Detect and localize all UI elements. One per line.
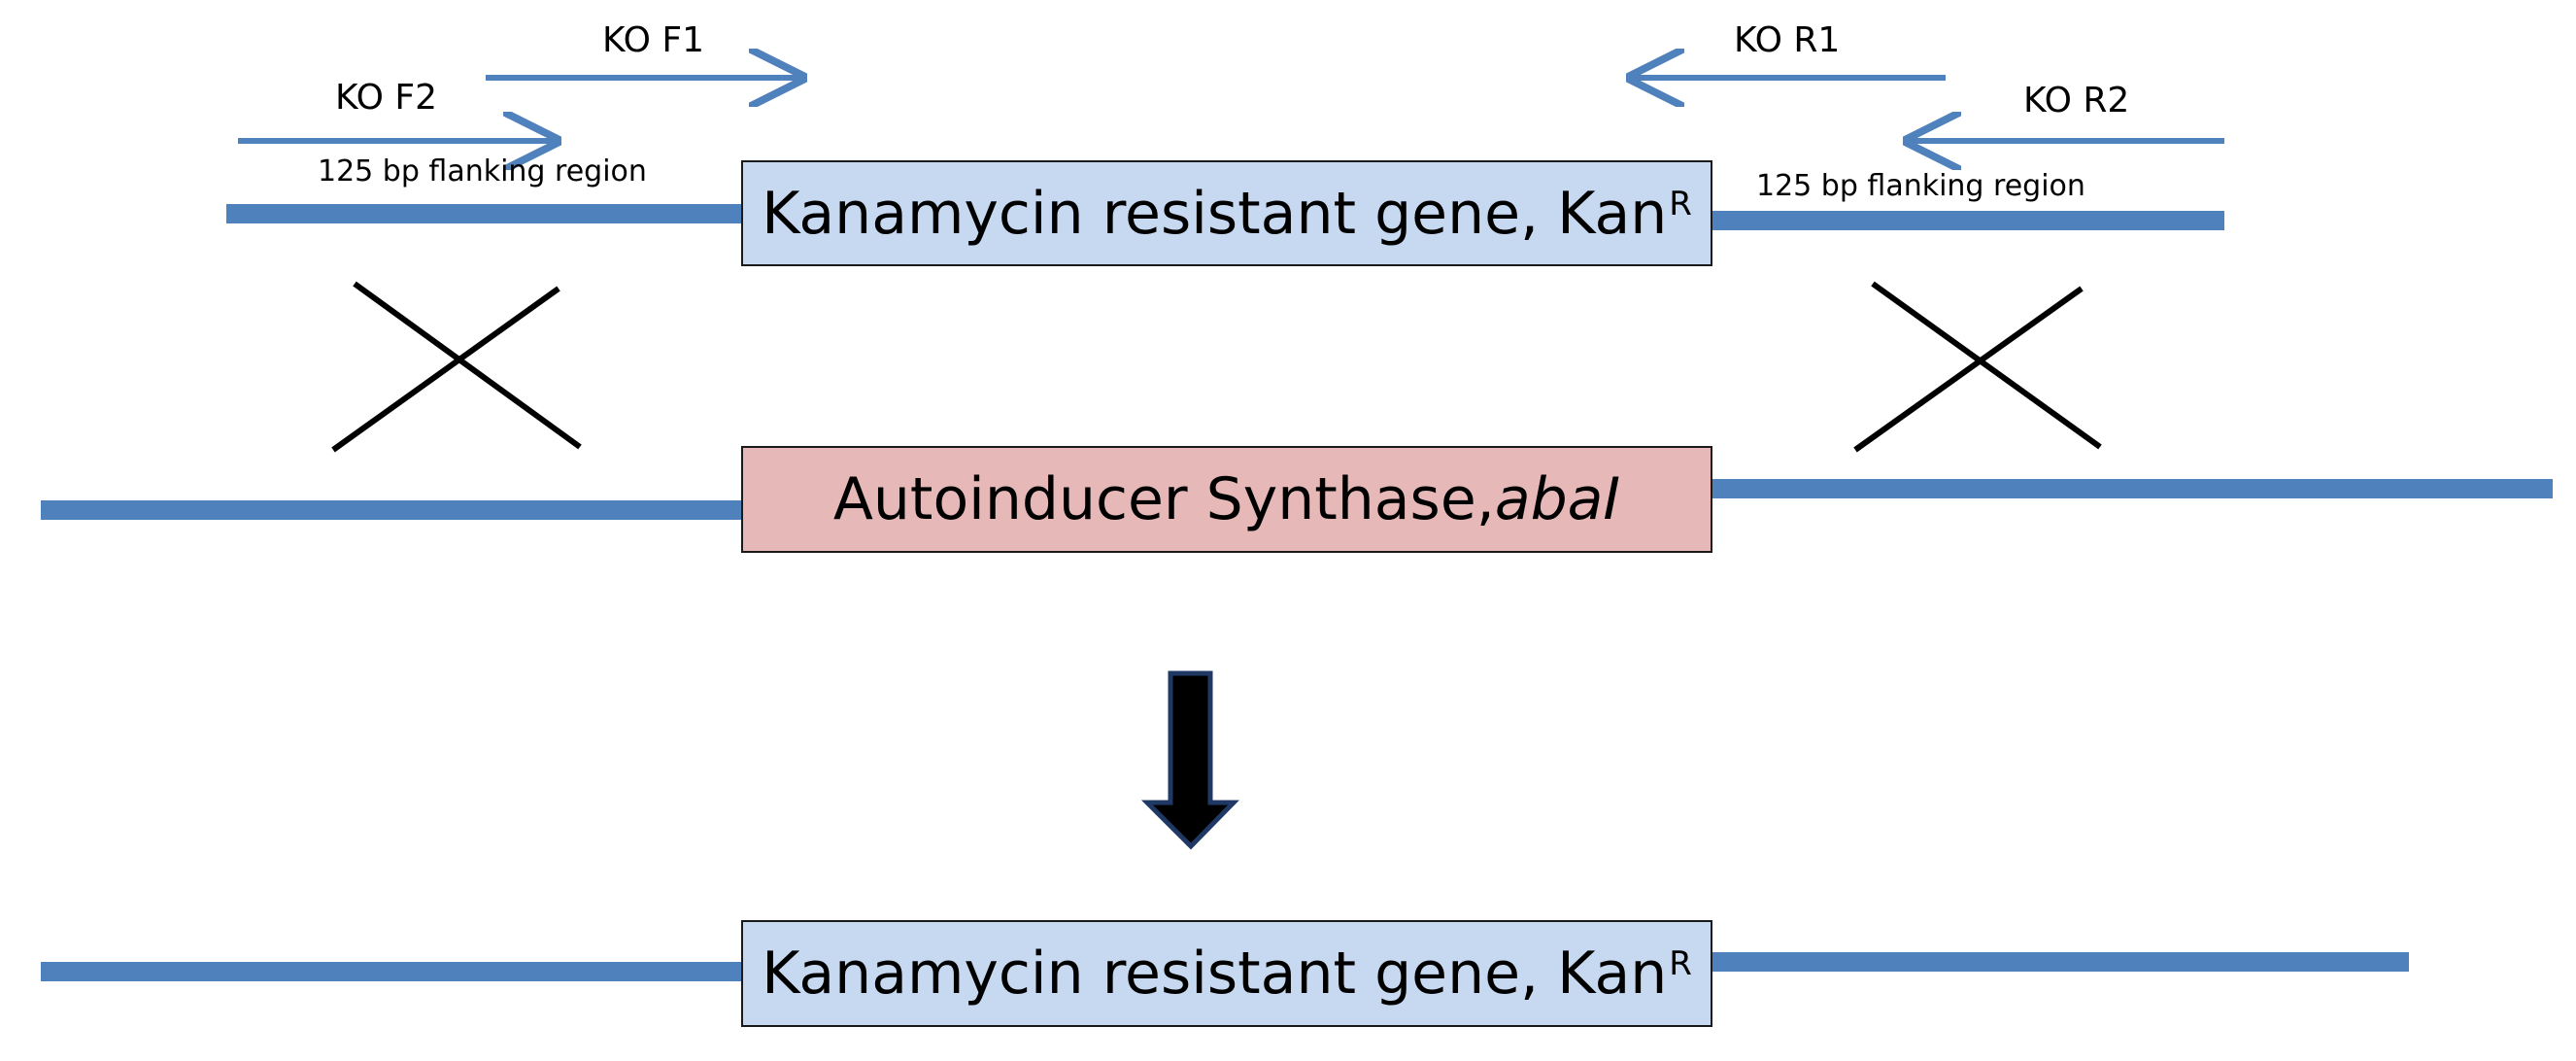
- kanamycin-superscript: R: [1669, 184, 1692, 223]
- ko-r2-label: KO R2: [2023, 81, 2130, 120]
- autoinducer-gene-box: Autoinducer Synthase, abaI: [741, 446, 1712, 553]
- abaI-gene-name: abaI: [1494, 465, 1621, 533]
- right-flanking-label: 125 bp flanking region: [1756, 169, 2085, 203]
- result-kanamycin-gene-label: Kanamycin resistant gene, Kan: [762, 940, 1668, 1008]
- down-arrow-icon: [1140, 670, 1239, 850]
- autoinducer-gene-label: Autoinducer Synthase,: [832, 465, 1495, 533]
- x-cross-icon: [1853, 281, 2102, 453]
- ko-f2-label: KO F2: [335, 78, 438, 118]
- ko-f1-label: KO F1: [602, 20, 705, 60]
- result-kanamycin-superscript: R: [1669, 944, 1692, 983]
- x-cross-icon: [331, 281, 582, 453]
- left-flanking-label: 125 bp flanking region: [318, 154, 647, 188]
- kanamycin-gene-label: Kanamycin resistant gene, Kan: [762, 179, 1668, 248]
- ko-r1-label: KO R1: [1734, 20, 1841, 60]
